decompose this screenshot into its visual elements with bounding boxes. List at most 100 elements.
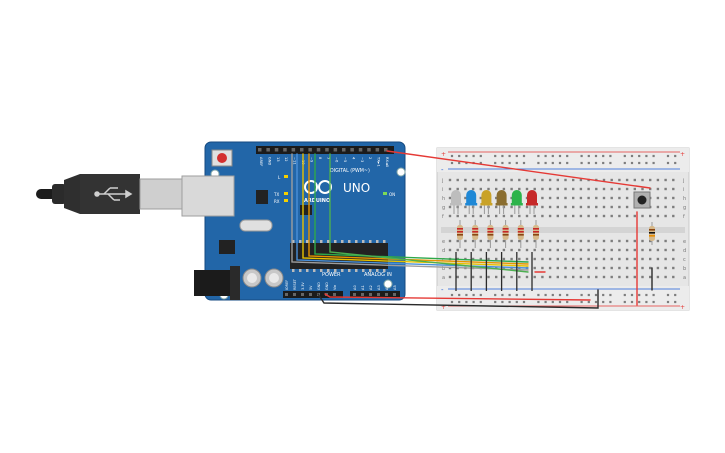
header-pin[interactable] [258,148,262,152]
wire-yellow [302,153,529,267]
header-pin[interactable] [316,148,321,152]
led[interactable] [450,190,462,214]
header-pin[interactable] [358,148,363,152]
pin-label: AREF [259,157,263,166]
pin-label: 8 [318,157,322,160]
digital-header-pins [258,148,388,152]
header-pin[interactable] [353,293,356,296]
row-letter: h [442,196,445,202]
row-letter: h [683,196,686,202]
pin-label: A2 [369,285,373,290]
pin-label: RESET [293,278,297,290]
rail-plus-label: + [441,151,446,158]
l-label: L [278,175,281,180]
header-pin[interactable] [325,148,329,152]
header-pin[interactable] [308,148,312,152]
header-pin[interactable] [384,148,388,152]
pin-label: 2 [368,157,372,159]
resistor [502,220,509,248]
pin-label: ~9 [309,157,313,163]
pin-label: IOREF [285,280,289,290]
header-pin[interactable] [350,148,354,152]
pushbutton[interactable] [633,191,651,209]
pin-label: GND [267,157,271,165]
led[interactable] [510,190,523,214]
header-pin[interactable] [367,148,371,152]
pin-label: GND [325,282,329,290]
power-jack [194,266,240,300]
status-led [284,199,288,202]
row-letter: g [683,205,686,211]
pin-label: 12 [284,157,288,162]
pin-label: A1 [361,285,365,290]
header-pin[interactable] [333,148,338,152]
led[interactable] [526,190,538,214]
rail-minus-label: - [441,166,444,174]
header-pin[interactable] [342,148,346,152]
header-pin[interactable] [369,293,372,296]
row-letter: e [442,239,445,245]
status-led [284,192,288,195]
header-pin[interactable] [309,293,312,296]
power-label: POWER [322,272,341,278]
pin-label: A5 [393,285,397,290]
power-header [283,291,343,298]
board-wordmark: ARDUINO [304,198,330,204]
pin-label: A4 [385,285,389,290]
wire-green [314,153,529,263]
wire-black [317,289,599,309]
pin-label: 5V [309,285,313,290]
small-chip [300,205,312,215]
led-group [450,190,538,214]
wire-red [386,150,651,189]
pin-label: Vin [333,285,337,290]
usb-symbol-icon [94,187,133,201]
resistor [472,220,479,248]
pin-label: 4 [351,157,355,160]
header-pin[interactable] [285,293,288,296]
led[interactable] [480,190,493,214]
header-pin[interactable] [300,148,304,152]
header-pin[interactable] [274,148,279,152]
header-pin[interactable] [293,293,296,296]
wire-green [329,153,529,273]
header-pin[interactable] [291,148,296,152]
row-letter: a [442,275,445,281]
resistor [457,220,463,248]
pin-label: 13 [276,157,280,162]
row-letter: d [442,248,445,254]
pin-label: RX◄0 [385,157,389,168]
header-pin[interactable] [375,148,380,152]
pin-label: A0 [353,285,357,290]
rx-label: RX [274,199,280,204]
pin-label: ~6 [335,157,339,163]
header-pin[interactable] [266,148,270,152]
header-pin[interactable] [301,293,304,296]
wire-orange [308,153,529,265]
row-letter: i [442,187,443,193]
header-pin[interactable] [361,293,364,296]
header-pin[interactable] [377,293,380,296]
row-letter: b [683,266,686,272]
pin-label: ~5 [343,157,347,162]
on-label: ON [389,192,395,197]
pin-label: TX►1 [377,156,381,167]
pin-label: 3.3V [301,282,305,290]
led[interactable] [465,190,478,214]
analog-label: ANALOG IN [364,272,392,278]
reset-button[interactable] [211,149,233,167]
header-pin[interactable] [385,293,388,296]
rail-plus-label: + [680,304,685,311]
header-pin[interactable] [283,148,287,152]
mounting-hole [396,167,406,177]
led[interactable] [495,190,508,214]
header-pin[interactable] [333,293,336,296]
header-pin[interactable] [393,293,396,296]
row-letter: j [441,178,443,184]
row-letter: i [683,187,684,193]
